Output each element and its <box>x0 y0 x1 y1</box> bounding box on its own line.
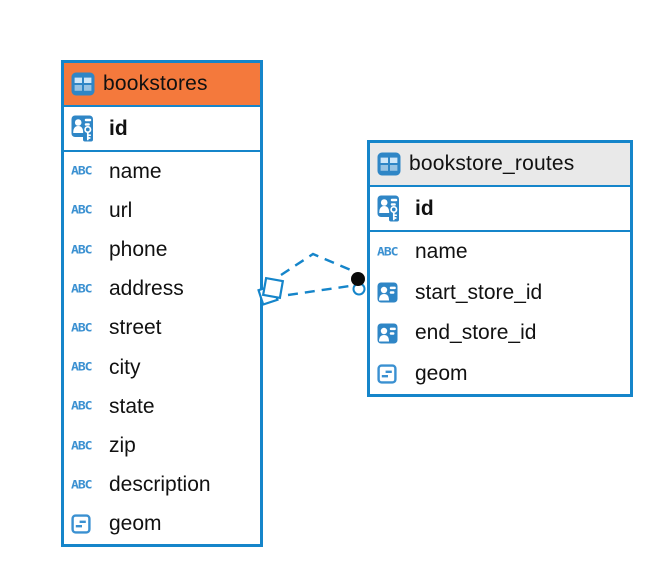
primary-key-column-name: id <box>109 116 128 140</box>
text-type-icon: ABC <box>377 245 399 259</box>
column-name: address <box>109 277 184 301</box>
column-row-address[interactable]: ABC address <box>64 270 260 309</box>
column-row-id-pk[interactable]: id <box>370 187 630 232</box>
text-type-icon: ABC <box>71 361 93 374</box>
primary-key-column-name: id <box>415 196 434 220</box>
column-row-geom[interactable]: geom <box>64 505 260 544</box>
column-row-state[interactable]: ABC state <box>64 387 260 426</box>
table-title: bookstores <box>103 72 208 95</box>
table-icon <box>71 72 95 96</box>
column-row-end_store_id[interactable]: end_store_id <box>370 313 630 354</box>
column-row-city[interactable]: ABC city <box>64 348 260 387</box>
table-header[interactable]: bookstore_routes <box>370 143 630 187</box>
column-name: street <box>109 316 162 340</box>
table-bookstores[interactable]: bookstores id ABC na <box>61 60 263 547</box>
column-row-description[interactable]: ABC description <box>64 466 260 505</box>
column-name: end_store_id <box>415 321 537 345</box>
text-type-icon: ABC <box>71 243 93 257</box>
text-type-icon: ABC <box>71 439 93 453</box>
column-name: name <box>109 159 162 183</box>
table-title: bookstore_routes <box>409 152 575 175</box>
column-row-id-pk[interactable]: id <box>64 107 260 152</box>
table-header[interactable]: bookstores <box>64 63 260 107</box>
column-row-start_store_id[interactable]: start_store_id <box>370 273 630 314</box>
column-name: start_store_id <box>415 280 543 304</box>
geometry-type-icon <box>377 364 397 384</box>
table-icon <box>377 152 401 176</box>
text-type-icon: ABC <box>71 400 93 414</box>
column-name: geom <box>415 361 468 385</box>
column-row-name[interactable]: ABC name <box>370 232 630 273</box>
text-type-icon: ABC <box>71 204 93 218</box>
column-row-geom[interactable]: geom <box>370 354 630 395</box>
text-type-icon: ABC <box>71 282 93 296</box>
table-bookstore-routes[interactable]: bookstore_routes id ABC <box>367 140 633 397</box>
column-list: ABC name ABC url ABC phone ABC address A… <box>64 152 260 544</box>
column-name: zip <box>109 434 136 458</box>
column-row-zip[interactable]: ABC zip <box>64 426 260 465</box>
column-row-name[interactable]: ABC name <box>64 152 260 191</box>
text-type-icon: ABC <box>71 322 93 335</box>
column-name: phone <box>109 238 168 261</box>
column-row-phone[interactable]: ABC phone <box>64 230 260 269</box>
relationship-line[interactable] <box>280 252 354 297</box>
person-badge-ref-icon <box>377 323 398 344</box>
column-name: city <box>109 355 141 379</box>
column-row-street[interactable]: ABC street <box>64 309 260 348</box>
column-name: state <box>109 394 155 418</box>
text-type-icon: ABC <box>71 165 93 178</box>
column-list: ABC name start_store_id <box>370 232 630 394</box>
person-badge-ref-icon <box>377 282 398 303</box>
primary-key-person-icon <box>71 115 93 142</box>
column-row-url[interactable]: ABC url <box>64 191 260 230</box>
one-end-marker <box>351 272 366 296</box>
column-name: name <box>415 240 468 264</box>
geometry-type-icon <box>71 514 91 535</box>
text-type-icon: ABC <box>71 478 93 492</box>
primary-key-person-icon <box>377 195 399 222</box>
column-name: url <box>109 198 133 222</box>
column-name: description <box>109 473 211 497</box>
column-name: geom <box>109 512 162 536</box>
